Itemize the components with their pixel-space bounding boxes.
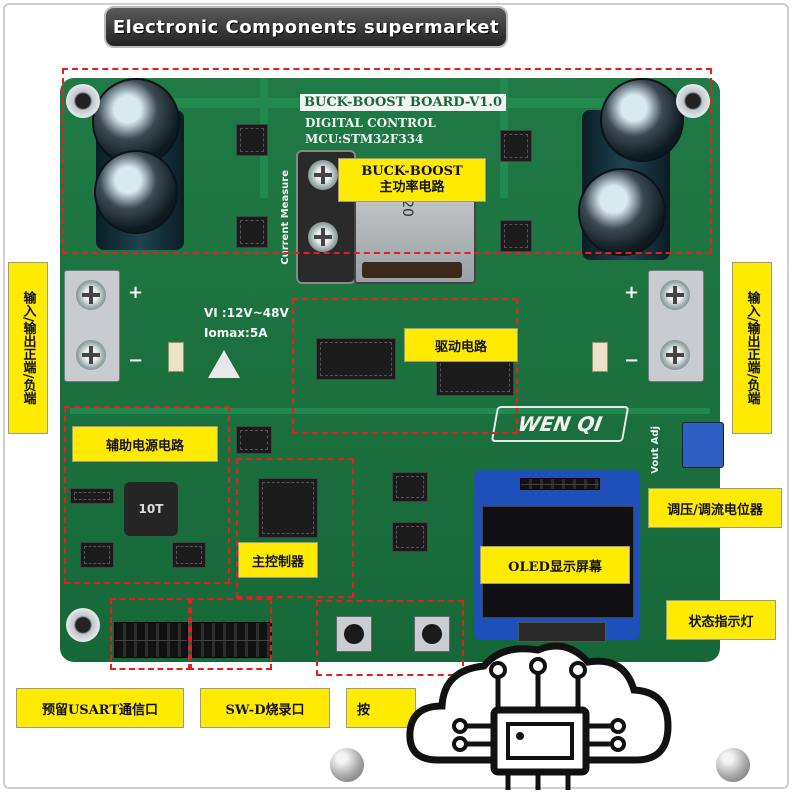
- screw-icon: [308, 160, 338, 190]
- usart-region: [110, 598, 192, 670]
- photo-frame: [3, 3, 789, 789]
- electrolytic-capacitor-icon: [578, 168, 666, 256]
- mounting-hole: [676, 84, 710, 118]
- copper-trace: [70, 408, 710, 414]
- minus-sign: −: [624, 350, 640, 371]
- plus-sign: +: [624, 282, 640, 303]
- aux-power-region: [64, 406, 230, 584]
- ribbon-connector: [518, 622, 606, 642]
- main-power-region: [62, 68, 712, 254]
- callout-keys: 按: [346, 688, 416, 728]
- keys-region: [316, 600, 464, 676]
- opamp-ic: [392, 472, 428, 502]
- screw-icon: [76, 280, 106, 310]
- callout-aux-power: 辅助电源电路: [72, 426, 218, 462]
- mosfet-chip: [500, 130, 532, 162]
- store-banner: Electronic Components supermarket: [104, 6, 508, 48]
- inductor-base: [362, 262, 462, 278]
- aux-ic: [236, 426, 272, 454]
- driver-region: [292, 298, 518, 434]
- screw-icon: [76, 340, 106, 370]
- callout-io-right: 输入/输出正端/负端: [732, 262, 772, 434]
- voltage-range-label: VI :12V~48V: [204, 306, 289, 320]
- board-title: BUCK-BOOST BOARD-V1.0: [300, 94, 506, 111]
- cloud-chip-watermark-icon: [406, 642, 672, 790]
- screw-icon: [660, 340, 690, 370]
- callout-usart: 预留USART通信口: [16, 688, 184, 728]
- oled-header-pins: [520, 478, 600, 490]
- mcu-chip: [258, 478, 318, 538]
- usart-header[interactable]: [114, 622, 188, 658]
- push-button[interactable]: [414, 616, 450, 652]
- mosfet-chip: [500, 220, 532, 252]
- callout-oled: OLED显示屏幕: [480, 546, 630, 584]
- callout-swd: SW-D烧录口: [200, 688, 330, 728]
- diode: [70, 488, 114, 504]
- vout-adj-label: Vout Adj: [650, 426, 661, 474]
- aux-inductor: 10T: [124, 482, 178, 536]
- minus-sign: −: [128, 350, 144, 371]
- board-subtitle: DIGITAL CONTROL: [305, 116, 436, 130]
- callout-driver: 驱动电路: [404, 328, 518, 362]
- resistor: [592, 342, 608, 372]
- board-mcu-label: MCU:STM32F334: [305, 132, 424, 146]
- frame-ornament: [716, 748, 750, 782]
- gate-driver-ic: [316, 338, 396, 380]
- plus-sign: +: [128, 282, 144, 303]
- swd-region: [188, 598, 272, 670]
- mounting-hole: [66, 84, 100, 118]
- opamp-ic: [392, 522, 428, 552]
- resistor: [168, 342, 184, 372]
- mounting-hole: [66, 608, 100, 642]
- regulator-ic: [172, 542, 206, 568]
- callout-io-left: 输入/输出正端/负端: [8, 262, 48, 434]
- push-button[interactable]: [336, 616, 372, 652]
- potentiometer-icon[interactable]: [682, 422, 724, 468]
- electrolytic-capacitor-icon: [600, 78, 684, 162]
- electrolytic-capacitor-icon: [94, 150, 178, 234]
- mosfet-chip: [236, 124, 268, 156]
- mosfet-chip: [236, 216, 268, 248]
- callout-main-power: BUCK-BOOST 主功率电路: [338, 158, 486, 202]
- callout-status-led: 状态指示灯: [666, 600, 776, 640]
- frame-ornament: [330, 748, 364, 782]
- regulator-ic: [80, 542, 114, 568]
- screw-icon: [660, 280, 690, 310]
- esd-warning-icon: [208, 350, 240, 378]
- current-max-label: Iomax:5A: [204, 326, 268, 340]
- callout-pot: 调压/调流电位器: [648, 488, 782, 528]
- callout-mcu: 主控制器: [238, 542, 318, 578]
- screw-icon: [308, 222, 338, 252]
- mcu-region: [236, 458, 354, 598]
